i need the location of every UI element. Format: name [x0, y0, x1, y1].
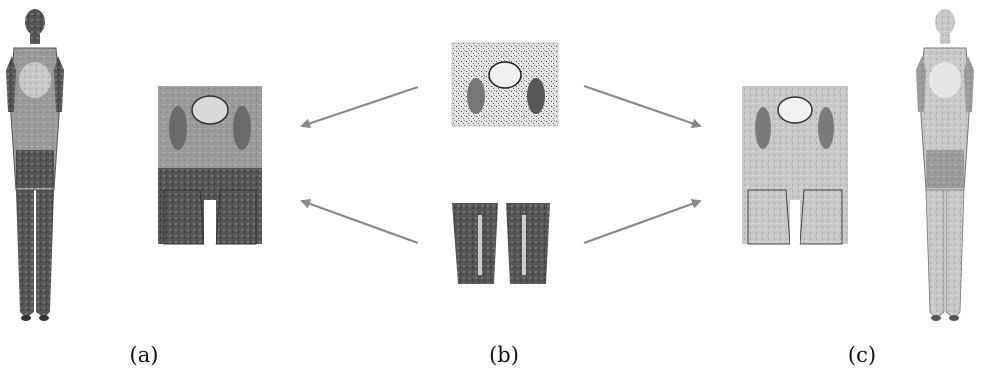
- full-body-mri-icon-a: [6, 9, 64, 321]
- arrow-b-top-to-c: [583, 84, 702, 129]
- arrows: [300, 84, 702, 245]
- arrow-b-top-to-a: [300, 85, 419, 129]
- pelvis-thigh-crop-a: [158, 86, 262, 245]
- thigh-slice-b: [452, 203, 550, 284]
- pelvis-slice-b: [451, 42, 559, 127]
- caption-b: (b): [489, 343, 519, 367]
- arrow-b-bottom-to-a: [300, 199, 419, 245]
- caption-c: (c): [847, 343, 877, 367]
- caption-a: (a): [129, 343, 159, 367]
- arrow-b-bottom-to-c: [583, 199, 702, 245]
- full-body-mri-icon-c: [916, 9, 974, 321]
- pelvis-thigh-crop-c: [742, 86, 848, 245]
